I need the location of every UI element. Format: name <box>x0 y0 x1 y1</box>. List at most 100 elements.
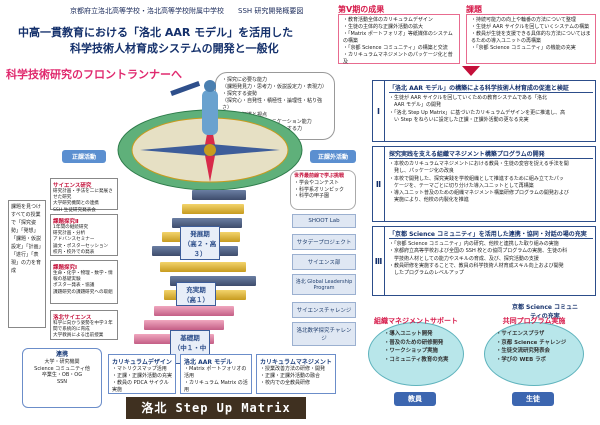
list-item: アドバンスセミナー <box>53 237 95 243</box>
issues-item: 教員が生徒を支援できる具体的な方法についてはまるための導入ユニットの再構築 <box>471 31 591 45</box>
list-item: ・正課・正課外活動の融合 <box>260 373 321 379</box>
list-item: 大学研究機関との連携 <box>53 201 99 207</box>
curriculum-management-box: カリキュラムマネジメント ・授業改善方法の研修・開発 ・正課・正課外活動の融合 … <box>256 354 336 394</box>
list-item: 研究計画・手法を二に発展させた研究 <box>53 189 113 201</box>
side-skills-box: 課題を見つけすべての授業で「探究姿勢」「発想」「課題・仮説設定」「計画」「遂行」… <box>8 200 46 328</box>
list-item: 研究計画・分析 <box>53 231 86 237</box>
org-support-heading: 組織マネジメントサポート <box>374 317 458 325</box>
list-item: 生命・化学・物理・数学・情報の基礎実験 <box>53 271 113 283</box>
list-item: コミュニティ教育の充実 <box>384 356 464 365</box>
list-item: 科学に向かう姿勢を中学３年間で系統的に育成 <box>53 321 113 333</box>
aar-model-head: 洛北 AAR モデル <box>184 359 233 366</box>
header-subtitle: 京都府立洛北高等学校・洛北高等学校附属中学校 SSH 研究開発概要図 <box>70 7 304 15</box>
section-line: ・「洛北 Step Up Matrix」に基づいたカリキュラムデザインを更に推進… <box>389 109 566 116</box>
list-item: 普及のための研修開発 <box>384 339 464 348</box>
frontier-item: ・科学の甲子園 <box>294 193 330 200</box>
kadai1-box: 課題探究Ⅰ 生命・化学・物理・数学・情報の基礎実験 ポスター発表・協議 課題研究… <box>50 260 118 304</box>
issues-item: 「京都 Science コミュニティ」の機能の充実 <box>471 45 591 52</box>
list-item: 論文・ポスターセッション <box>53 243 109 249</box>
step-up-matrix-banner: 洛北 Step Up Matrix <box>126 397 306 419</box>
vision-item: ・探究する姿勢 <box>222 91 258 97</box>
kadai2-box: 課題探究Ⅱ 1年間の継続研究 研究計画・分析 アドバンスセミナー 論文・ポスター… <box>50 214 118 256</box>
regular-activities-label: 正課活動 <box>62 150 106 163</box>
section-line: ・導入ユニット普及のための組織マネジメント構築研修プログラムの開発および <box>389 190 569 196</box>
kadai1-head: 課題探究Ⅰ <box>53 265 78 271</box>
list-item: 課題研究の課題研究への取組 <box>53 289 113 295</box>
teachers-badge: 教員 <box>394 392 436 406</box>
list-item: 導入ユニット開発 <box>384 330 464 339</box>
page-title-line1: 中高一貫教育における「洛北 AAR モデル」を活用した <box>18 26 294 39</box>
activity-shoot-lab: SHOOT Lab <box>292 214 356 228</box>
list-item: 大学教員による出前授業 <box>53 333 104 339</box>
results-item: 生徒の主体的な正課外活動の拡大 <box>343 24 455 31</box>
list-item: 校内・校外での発表 <box>53 249 95 255</box>
section-title: 「洛北 AAR モデル」の構築による科学技術人材育成の促進と検証 <box>389 83 593 93</box>
list-item: ポスター発表・協議 <box>53 283 95 289</box>
staircase <box>130 190 280 350</box>
kadai2-head: 課題探究Ⅱ <box>53 219 79 225</box>
section-line: AAR モデル」の開発 <box>389 102 442 109</box>
stair-step <box>170 276 256 286</box>
section-line: ・本校で開発した、探究実践を学校組織として推進するために組み立てたパッ <box>389 175 564 182</box>
list-item: ワークショップ実施 <box>384 347 464 356</box>
list-item: ・マトリクスマップ活用 <box>112 366 167 372</box>
students-badge: 生徒 <box>512 392 554 406</box>
results-box: 教育活動全体のカリキュラムデザイン 生徒の主体的な正課外活動の拡大 「Matri… <box>338 14 460 66</box>
aar-model-box: 洛北 AAR モデル ・Matrix ポートフォリオの活用 ・カリキュラム Ma… <box>180 354 252 394</box>
list-item: ・正課・正課外活動の充実 <box>112 373 173 379</box>
curriculum-design-head: カリキュラムデザイン <box>112 359 172 366</box>
list-item: サイエンスプラザ <box>496 330 580 339</box>
section-line: ケージを、テーマごとに切り分けた導入ユニットとして再構築 <box>389 182 534 189</box>
extra-activities-label: 正課外活動 <box>310 150 356 163</box>
list-item: 1年間の継続研究 <box>53 225 89 230</box>
stair-step <box>144 320 224 330</box>
vision-item: （課題発見力・思考力・仮説設定力・表現力） <box>222 84 328 90</box>
org-support-list: 導入ユニット開発 普及のための研修開発 ワークショップ実施 コミュニティ教育の充… <box>384 330 464 365</box>
issues-item: 生徒が AAR サイクルを回していくシステムの構築 <box>471 24 591 31</box>
issues-heading: 課題 <box>466 5 482 14</box>
partners-box: 連携 大学・研究機関 Science コミュニティ他 卒業生・OB・OG SSN <box>22 348 102 408</box>
stair-step <box>154 306 234 316</box>
section-line: ・本校のカリキュラムマネジメントにおける教員・生徒の変容を捉える手法を開 <box>389 161 569 167</box>
section-title: 探究実践を支える組織マネジメント構築プログラムの開発 <box>389 149 593 159</box>
section-line: ・京都府立高等学校および全国の SSH 校との協同プログラムの実施、生徒の科 <box>389 248 568 255</box>
frontier-item: ・学会やコンテスト <box>294 179 340 186</box>
community-heading: 京都 Science コミュニティの充実 <box>511 304 579 320</box>
stair-step <box>192 190 246 200</box>
section-line: い Step をねらいに設定した正課・正課外活動の更なる充実 <box>389 116 529 123</box>
curriculum-management-head: カリキュラムマネジメント <box>260 359 332 366</box>
section-line: ・「京都 Science コミュニティ」内の研究、他校と連携した取り組みの実施 <box>389 241 559 247</box>
section-line: 発し、パッケージ化の改良 <box>389 168 454 175</box>
results-heading: 第Ⅴ期の成果 <box>338 5 385 14</box>
section-number: Ⅱ <box>373 147 385 221</box>
results-item: カリキュラムマネジメントのパッケージ化と普及 <box>343 52 455 66</box>
list-item: 京都 Science チャレンジ <box>496 339 580 348</box>
section-line: 学技術人材としての能力やスキルの育成、及び、探究活動の支援 <box>389 255 539 262</box>
frontrunner-slogan: 科学技術研究のフロントランナーへ <box>6 68 182 81</box>
results-item: 「Matrix ポートフォリオ」等紙媒体のシステムの構築 <box>343 31 455 45</box>
rakuhoku-science-box: 洛北サイエンス 科学に向かう姿勢を中学３年間で系統的に育成 大学教員による出前授… <box>50 310 118 340</box>
section-line: 実施により、他校の内製化を推進 <box>389 197 469 204</box>
arrow-down-icon <box>462 66 480 76</box>
curriculum-design-box: カリキュラムデザイン ・マトリクスマップ活用 ・正課・正課外活動の充実 ・教員の… <box>108 354 176 394</box>
partner-item: Science コミュニティ他 <box>34 365 90 372</box>
rakuhoku-science-head: 洛北サイエンス <box>53 315 92 321</box>
frontier-item: ・科学系オリンピック <box>294 186 345 193</box>
compass-illustration <box>117 80 303 191</box>
joint-program-heading: 共同プログラム実施 <box>502 317 566 325</box>
science-research-head: サイエンス研究 <box>53 183 92 189</box>
activity-science-challenge: サイエンスチャレンジ <box>292 302 356 318</box>
stage-fulfillment: 充実期 （高１） <box>176 282 216 306</box>
stair-step <box>182 204 244 214</box>
science-research-box: サイエンス研究 研究計画・手法を二に発展させた研究 大学研究機関との連携 SSH… <box>50 178 118 213</box>
section-line: したプログラムのレベルアップ <box>389 270 464 276</box>
section-number: Ⅰ <box>373 81 385 141</box>
page-title-line2: 科学技術人材育成システムの開発と一般化 <box>70 42 279 55</box>
list-item: ・Matrix ポートフォリオの活用 <box>184 366 247 379</box>
section-number: Ⅲ <box>373 227 385 295</box>
list-item: ・校内での全教員研修 <box>260 380 311 386</box>
partner-item: SSN <box>56 379 68 386</box>
section-3: Ⅲ 「京都 Science コミュニティ」を活用した連携・協同・対話の場の充実 … <box>372 226 596 296</box>
section-2: Ⅱ 探究実践を支える組織マネジメント構築プログラムの開発 ・本校のカリキュラムマ… <box>372 146 596 222</box>
activity-math-challenge: 洛北数学探究チャレンジ <box>292 322 356 346</box>
